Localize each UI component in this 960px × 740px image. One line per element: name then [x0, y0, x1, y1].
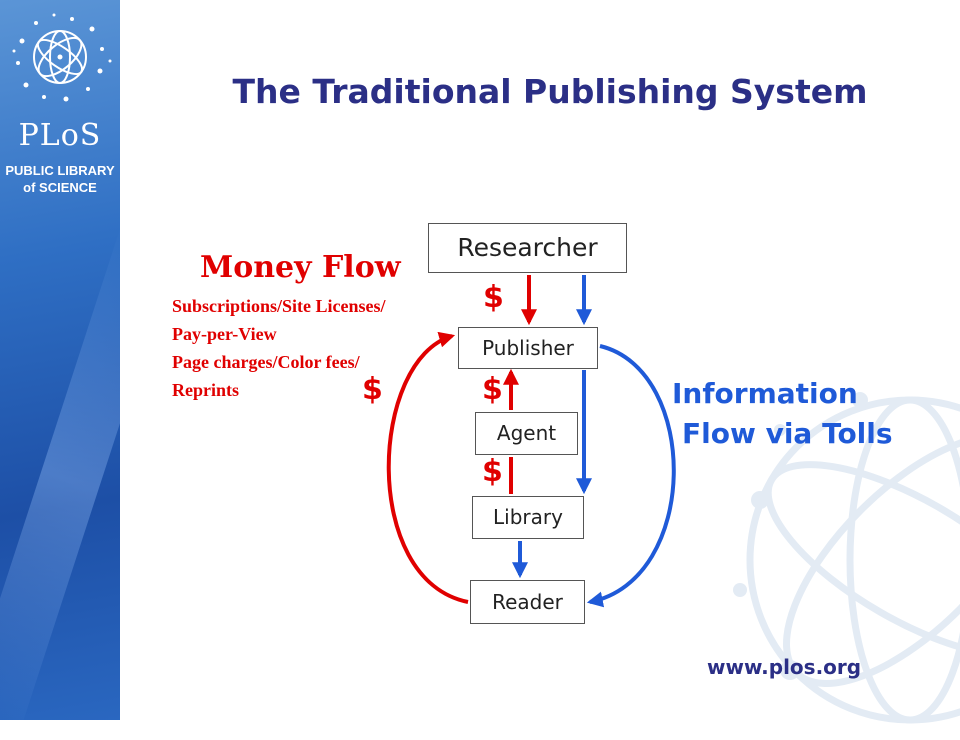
website-url[interactable]: www.plos.org	[707, 655, 862, 679]
money-flow-item: Subscriptions/Site Licenses/	[172, 296, 386, 316]
node-agent: Agent	[475, 412, 578, 455]
sidebar-panel: PLoS PUBLIC LIBRARY of SCIENCE	[0, 0, 120, 720]
money-flow-item: Reprints	[172, 380, 239, 400]
sidebar-light-streak	[0, 223, 120, 720]
info-arrow-publisher-reader	[586, 344, 676, 608]
node-library: Library	[472, 496, 584, 539]
brand-subtitle-line2: of SCIENCE	[23, 180, 97, 195]
money-arrow-reader-publisher	[386, 331, 469, 604]
node-researcher: Researcher	[428, 223, 627, 273]
dollar-agent-publisher: $	[482, 372, 503, 407]
money-flow-list: Subscriptions/Site Licenses/ Pay-per-Vie…	[172, 292, 386, 404]
brand-subtitle-line1: PUBLIC LIBRARY	[5, 163, 115, 178]
information-flow-label: Information Flow via Tolls	[672, 374, 893, 454]
money-flow-item: Page charges/Color fees/	[172, 352, 360, 372]
information-flow-line1: Information	[672, 377, 858, 410]
dollar-reader-publisher: $	[362, 372, 383, 407]
information-flow-line2: Flow via Tolls	[682, 417, 893, 450]
slide-title: The Traditional Publishing System	[232, 72, 868, 111]
brand-name: PLoS	[18, 118, 102, 153]
money-flow-title: Money Flow	[200, 250, 401, 285]
money-flow-item: Pay-per-View	[172, 324, 277, 344]
dollar-researcher-publisher: $	[483, 280, 504, 315]
node-reader: Reader	[470, 580, 585, 624]
brand-subtitle: PUBLIC LIBRARY of SCIENCE	[0, 162, 120, 196]
plos-globe-logo-icon	[12, 13, 112, 102]
dollar-library-agent: $	[482, 454, 503, 489]
node-publisher: Publisher	[458, 327, 598, 369]
